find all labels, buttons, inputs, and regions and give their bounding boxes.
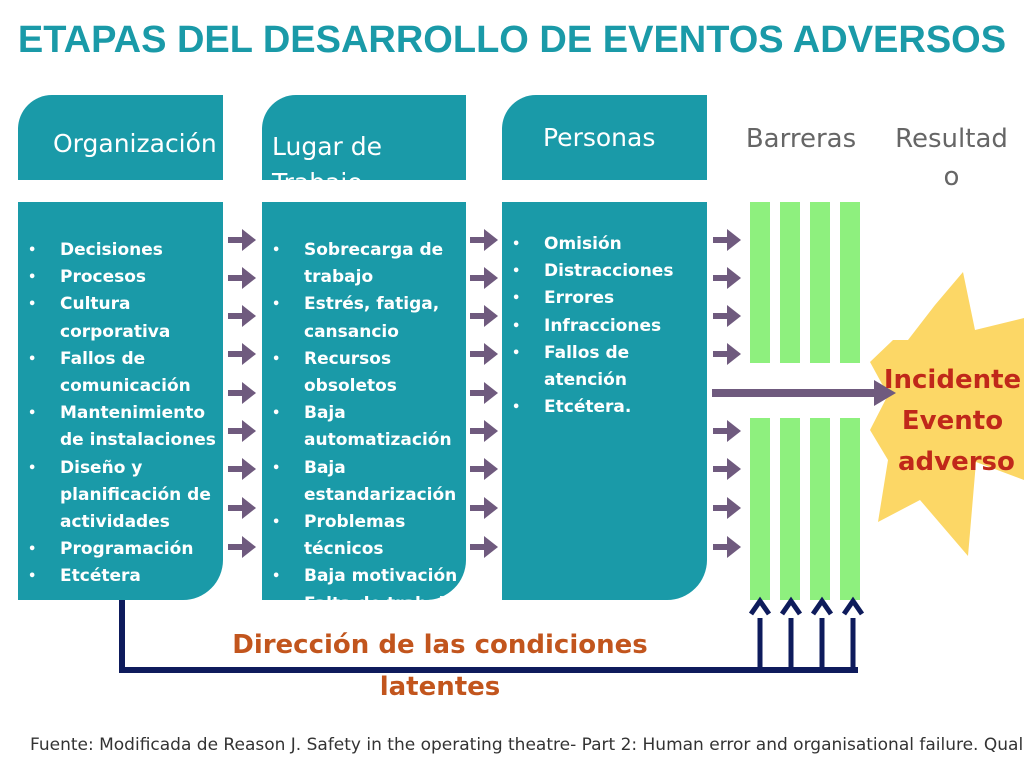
- list-item: Baja motivación: [272, 563, 466, 590]
- header-resultado: Resultado: [895, 124, 1008, 192]
- header-barreras: Barreras: [745, 124, 857, 154]
- main-path-arrow: [712, 380, 896, 406]
- right-arrow-icon: [713, 536, 741, 558]
- tab-organizacion: Organización: [18, 95, 223, 180]
- up-arrow-icon: [841, 596, 865, 670]
- latent-conditions-line: [119, 600, 858, 673]
- right-arrow-icon: [713, 458, 741, 480]
- right-arrow-icon: [228, 267, 256, 289]
- starburst-icon: [870, 272, 1024, 556]
- right-arrow-icon: [470, 343, 498, 365]
- right-arrow-icon: [470, 305, 498, 327]
- right-arrow-icon: [228, 536, 256, 558]
- barrier-bar-bottom: [810, 418, 830, 600]
- right-arrows: [228, 229, 741, 558]
- list-item: Recursos obsoletos: [272, 346, 466, 400]
- right-arrow-icon: [713, 267, 741, 289]
- list-item: Errores: [512, 285, 707, 312]
- tab-personas-label: Personas: [543, 123, 656, 152]
- list-item: Distracciones: [512, 258, 707, 285]
- right-arrow-icon: [713, 343, 741, 365]
- list-item: Estrés, fatiga, cansancio: [272, 291, 466, 345]
- list-item: Baja automatización: [272, 400, 466, 454]
- right-arrow-icon: [228, 229, 256, 251]
- tab-organizacion-label: Organización: [53, 129, 217, 158]
- list-item: Fallos de comunicación: [28, 346, 223, 400]
- list-item: Diseño y planificación de actividades: [28, 455, 223, 537]
- right-arrow-icon: [228, 305, 256, 327]
- list-item: Procesos: [28, 264, 223, 291]
- list-item: Etcétera.: [512, 394, 707, 421]
- right-arrow-icon: [228, 458, 256, 480]
- right-arrow-icon: [470, 267, 498, 289]
- list-item: Mantenimiento de instalaciones: [28, 400, 223, 454]
- right-arrow-icon: [470, 458, 498, 480]
- list-item: Etcétera: [28, 563, 223, 590]
- page-title: ETAPAS DEL DESARROLLO DE EVENTOS ADVERSO…: [17, 19, 1007, 61]
- tab-personas: Personas: [502, 95, 707, 180]
- list-organizacion: DecisionesProcesosCultura corporativaFal…: [18, 202, 223, 591]
- list-item: Decisiones: [28, 237, 223, 264]
- up-arrow-icon: [748, 596, 772, 670]
- barrier-bar-bottom: [780, 418, 800, 600]
- list-personas: OmisiónDistraccionesErroresInfraccionesF…: [502, 202, 707, 422]
- panel-personas: OmisiónDistraccionesErroresInfraccionesF…: [502, 202, 707, 600]
- right-arrow-icon: [713, 497, 741, 519]
- right-arrow-icon: [470, 382, 498, 404]
- up-arrow-icon: [810, 596, 834, 670]
- tab-lugar-label: Lugar de Trabajo: [272, 132, 382, 180]
- panel-organizacion: DecisionesProcesosCultura corporativaFal…: [18, 202, 223, 600]
- barrier-bar-top: [750, 202, 770, 363]
- list-item: Infracciones: [512, 313, 707, 340]
- up-arrows: [748, 596, 865, 670]
- barrier-bar-bottom: [750, 418, 770, 600]
- list-item: Sobrecarga de trabajo: [272, 237, 466, 291]
- list-item: Problemas técnicos: [272, 509, 466, 563]
- right-arrow-icon: [470, 229, 498, 251]
- list-lugar-de-trabajo: Sobrecarga de trabajoEstrés, fatiga, can…: [262, 202, 466, 600]
- tab-lugar-de-trabajo: Lugar de Trabajo: [262, 95, 466, 180]
- outcome-evento-adverso: Evento adverso: [898, 406, 1015, 477]
- list-item: Omisión: [512, 231, 707, 258]
- right-arrow-icon: [228, 497, 256, 519]
- up-arrow-icon: [779, 596, 803, 670]
- right-arrow-icon: [470, 536, 498, 558]
- right-arrow-icon: [713, 420, 741, 442]
- right-arrow-icon: [713, 229, 741, 251]
- right-arrow-icon: [470, 420, 498, 442]
- outcome-text: Incidente Evento adverso: [880, 360, 1024, 483]
- outcome-incidente: Incidente: [883, 365, 1022, 395]
- barrier-bar-top: [780, 202, 800, 363]
- barrier-bar-top: [840, 202, 860, 363]
- right-arrow-icon: [713, 305, 741, 327]
- right-arrow-icon: [228, 343, 256, 365]
- list-item: Falta de trabajo en equipo: [272, 591, 466, 600]
- source-citation: Fuente: Modificada de Reason J. Safety i…: [30, 735, 1024, 755]
- list-item: Programación: [28, 536, 223, 563]
- right-arrow-icon: [228, 382, 256, 404]
- barrier-bars: [750, 202, 860, 600]
- barrier-bar-top: [810, 202, 830, 363]
- list-item: Fallos de atención: [512, 340, 707, 394]
- list-item: Cultura corporativa: [28, 291, 223, 345]
- panel-lugar-de-trabajo: Sobrecarga de trabajoEstrés, fatiga, can…: [262, 202, 466, 600]
- right-arrow-icon: [470, 497, 498, 519]
- latent-conditions-label: Dirección de las condiciones latentes: [232, 630, 648, 702]
- right-arrow-icon: [228, 420, 256, 442]
- barrier-bar-bottom: [840, 418, 860, 600]
- list-item: Baja estandarización: [272, 455, 466, 509]
